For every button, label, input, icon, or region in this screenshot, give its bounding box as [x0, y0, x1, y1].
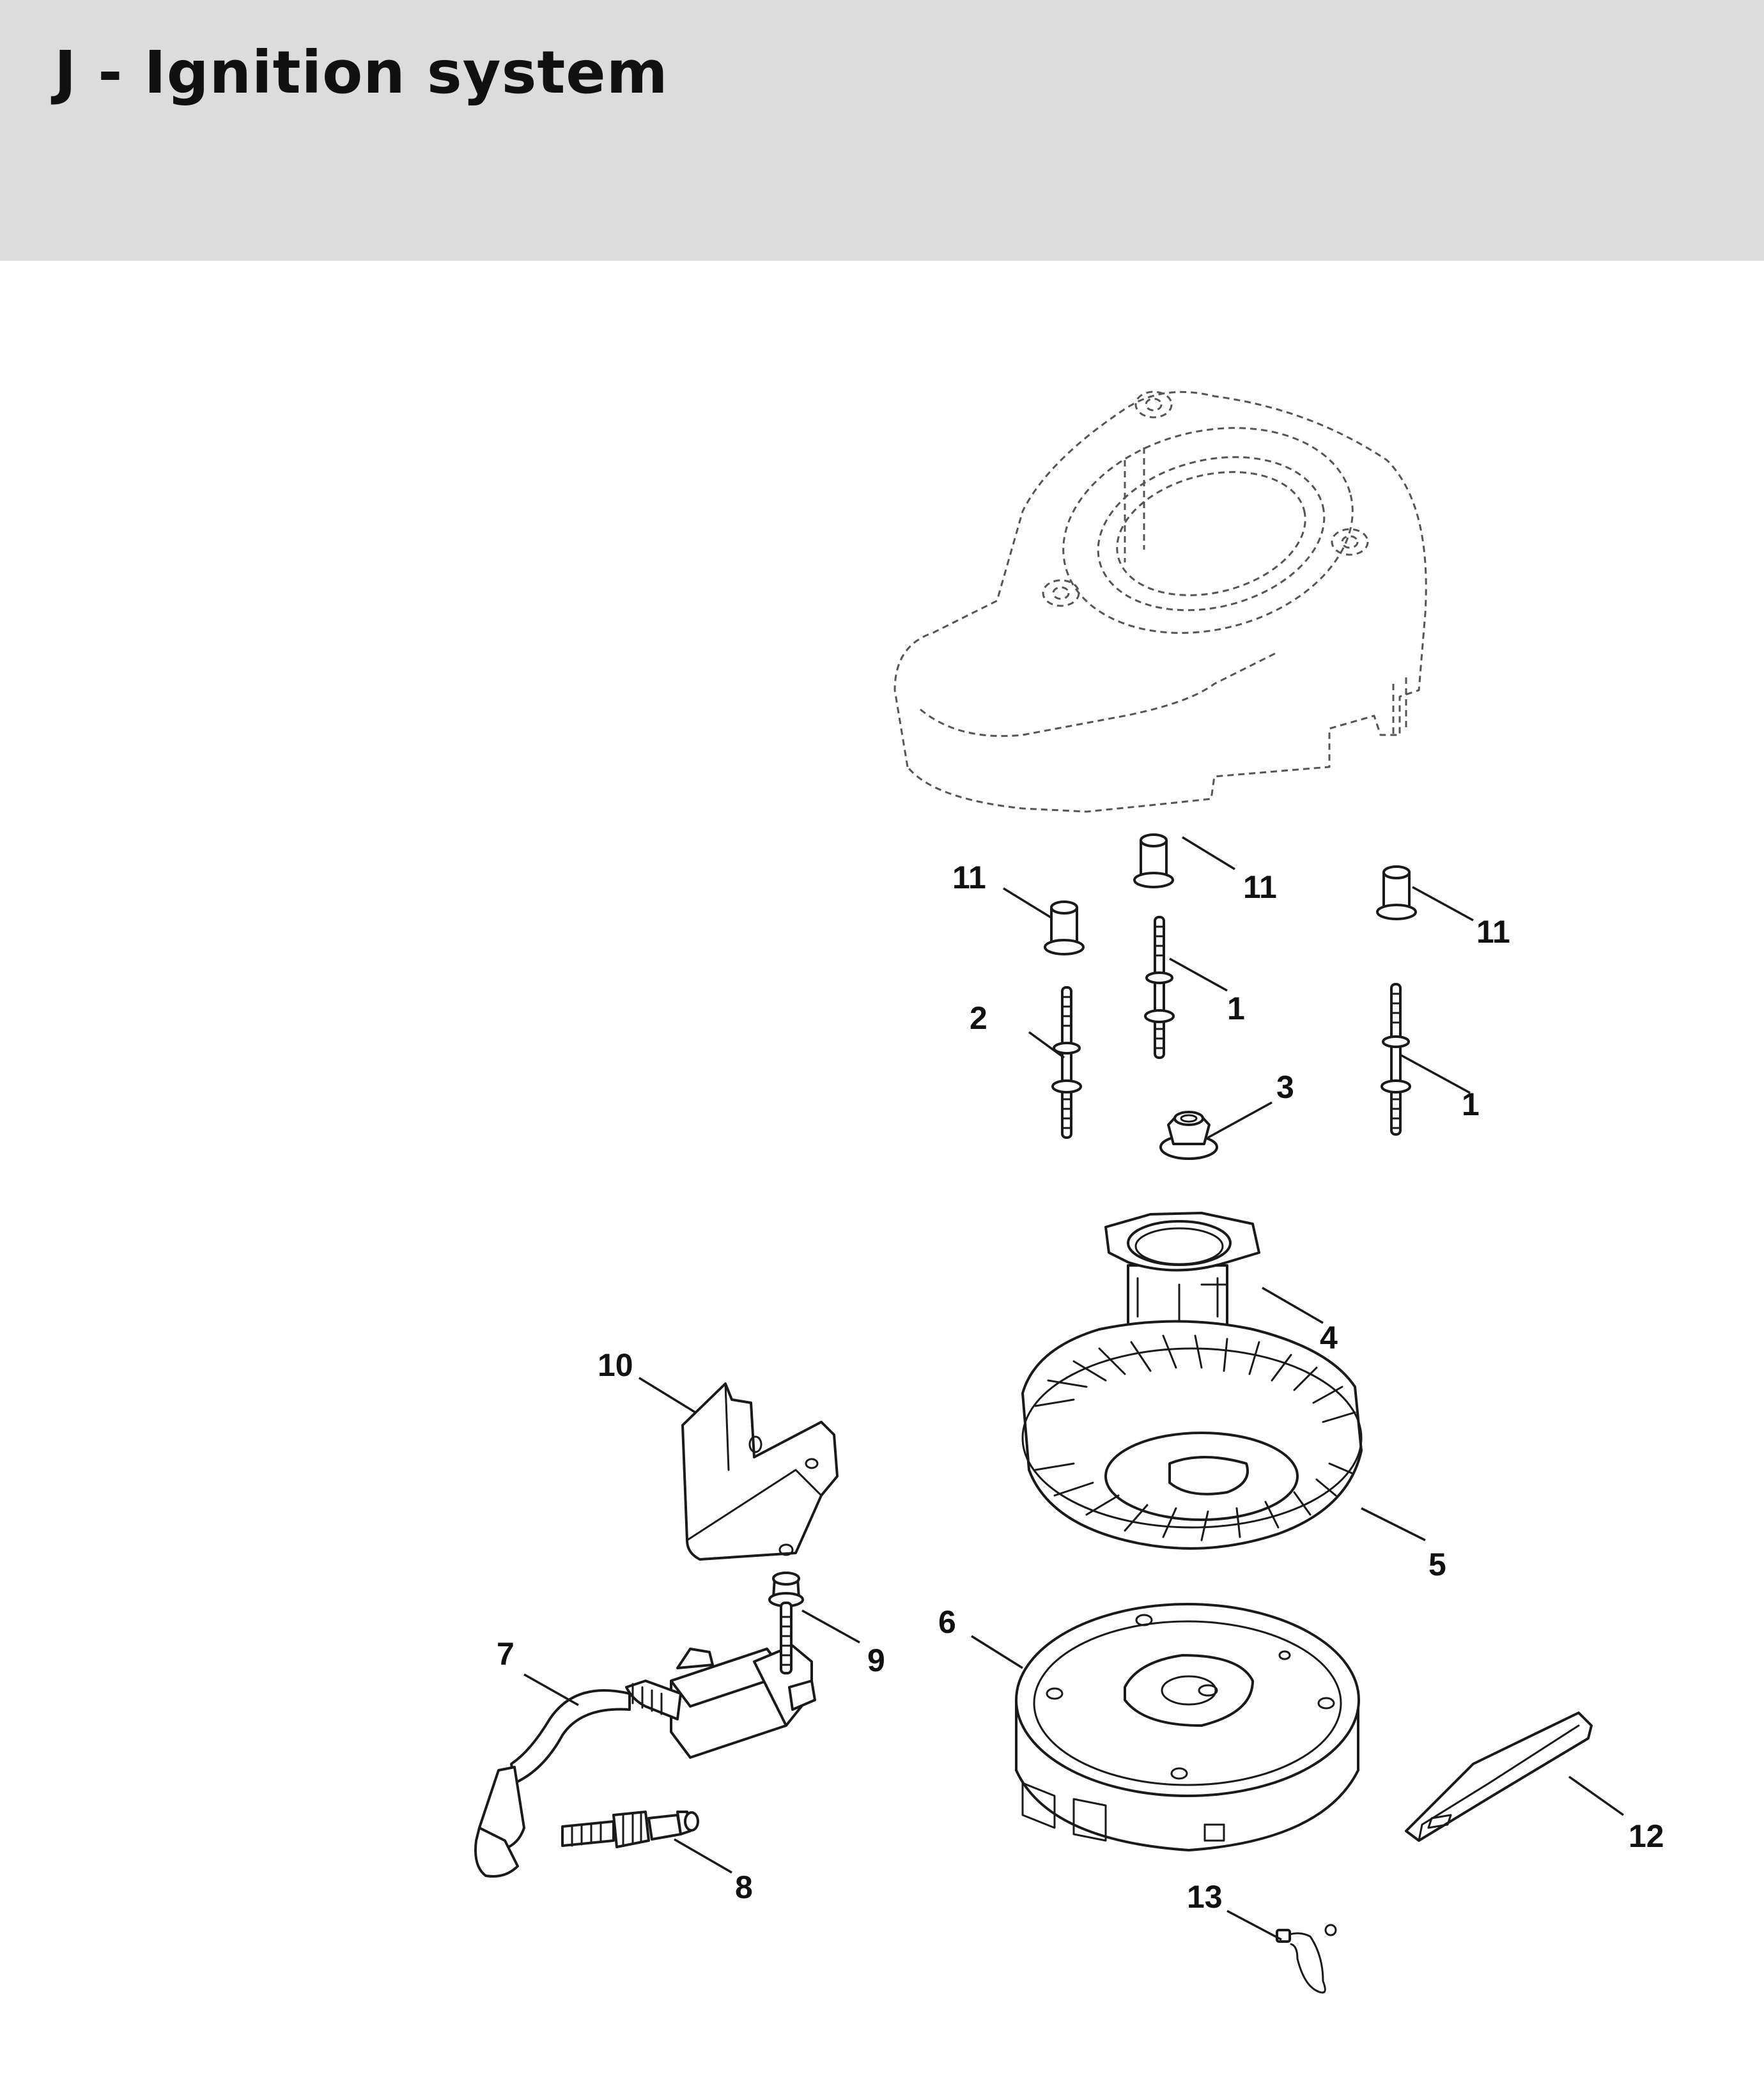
- callout-11: 11: [1476, 914, 1510, 950]
- part-6-flywheel: [1015, 1603, 1360, 1851]
- callout-4: 4: [1320, 1320, 1338, 1356]
- callout-9: 9: [867, 1642, 885, 1678]
- part-7-ignition-coil: [474, 1644, 816, 1878]
- callout-labels: 11 11 11 1 2 3 1 4 10 5 6 9 7 12 8 13: [497, 860, 1664, 1915]
- page-title: J - Ignition system: [54, 38, 669, 107]
- part-10-bracket: [681, 1382, 839, 1561]
- part-5-fan: [1021, 1320, 1363, 1550]
- callout-8: 8: [735, 1869, 753, 1905]
- callout-13: 13: [1187, 1879, 1223, 1915]
- part-13-wire: [1276, 1924, 1337, 1994]
- callout-2: 2: [970, 1000, 987, 1036]
- part-11-spacer: [1133, 833, 1174, 888]
- part-9-screw: [768, 1572, 804, 1674]
- part-11-spacer: [1044, 900, 1085, 955]
- part-3-flange-nut: [1159, 1111, 1218, 1160]
- part-12-air-guide: [1405, 1711, 1593, 1842]
- callout-6: 6: [938, 1604, 956, 1640]
- callout-1: 1: [1227, 991, 1245, 1026]
- callout-1: 1: [1462, 1086, 1480, 1122]
- header-band: J - Ignition system: [0, 0, 1764, 261]
- callout-12: 12: [1629, 1818, 1664, 1854]
- callout-10: 10: [598, 1347, 633, 1383]
- callout-11: 11: [952, 860, 986, 895]
- blower-housing-reference: [894, 390, 1427, 813]
- callout-3: 3: [1276, 1069, 1294, 1105]
- callout-7: 7: [497, 1636, 514, 1672]
- part-1-stud: [1381, 983, 1411, 1136]
- callout-5: 5: [1428, 1547, 1446, 1582]
- part-11-spacer: [1376, 865, 1417, 920]
- part-1-stud: [1144, 916, 1175, 1059]
- part-2-stud: [1051, 986, 1082, 1139]
- part-8-spark-plug: [561, 1811, 699, 1848]
- exploded-parts-diagram: 11 11 11 1 2 3 1 4 10 5 6 9 7 12 8 13: [0, 261, 1764, 2086]
- leader-lines: [523, 836, 1625, 1941]
- callout-11: 11: [1243, 869, 1277, 905]
